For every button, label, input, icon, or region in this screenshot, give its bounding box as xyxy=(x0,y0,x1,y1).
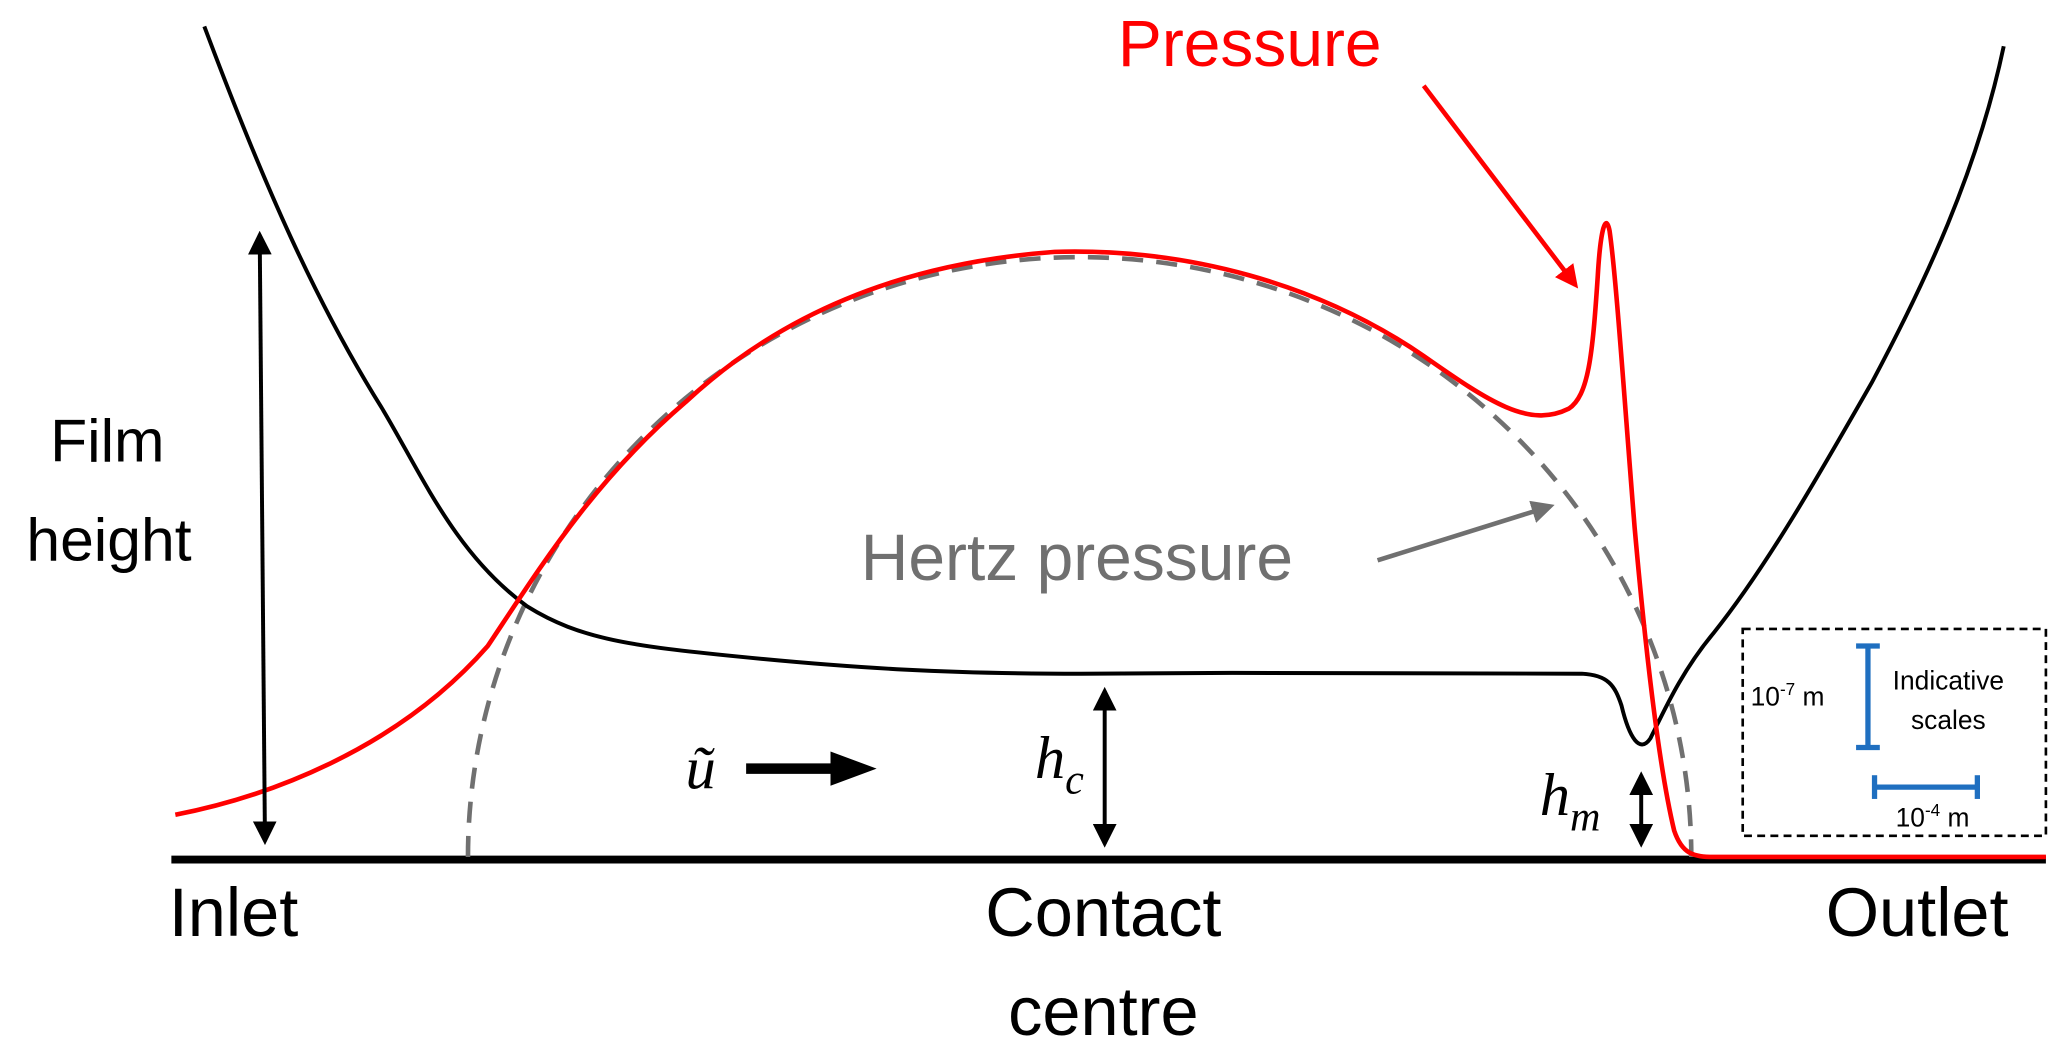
film-height-curve xyxy=(202,25,2006,747)
pressure-curve xyxy=(174,221,2046,860)
contact-centre-label-line1: Contact xyxy=(985,874,1221,951)
vertical-scale-bar xyxy=(1856,643,1880,751)
horizontal-scale-label: 10-4 m xyxy=(1896,800,1970,833)
inlet-label: Inlet xyxy=(169,874,299,951)
velocity-symbol: ũ xyxy=(685,735,715,802)
inset-title-line1: Indicative xyxy=(1893,666,2004,696)
pressure-arrow xyxy=(1421,84,1579,289)
inset-title-line2: scales xyxy=(1911,705,1986,735)
vertical-scale-label: 10-7 m xyxy=(1751,679,1825,712)
outlet-label: Outlet xyxy=(1826,874,2009,951)
hc-label: hc xyxy=(1035,725,1084,804)
pressure-label: Pressure xyxy=(1118,6,1382,80)
horizontal-scale-bar xyxy=(1871,775,1980,799)
hm-label: hm xyxy=(1540,762,1601,841)
contact-centre-label-line2: centre xyxy=(1008,973,1198,1050)
film-height-arrow xyxy=(248,230,277,846)
hertz-pressure-arrow xyxy=(1376,500,1555,563)
film-height-label-line2: height xyxy=(26,505,191,573)
film-height-label-line1: Film xyxy=(50,406,164,474)
indicative-scales-inset: 10-7 m Indicative scales 10-4 m xyxy=(1741,627,2048,838)
velocity-arrowhead-icon xyxy=(830,751,877,786)
hertz-pressure-label: Hertz pressure xyxy=(861,520,1293,594)
